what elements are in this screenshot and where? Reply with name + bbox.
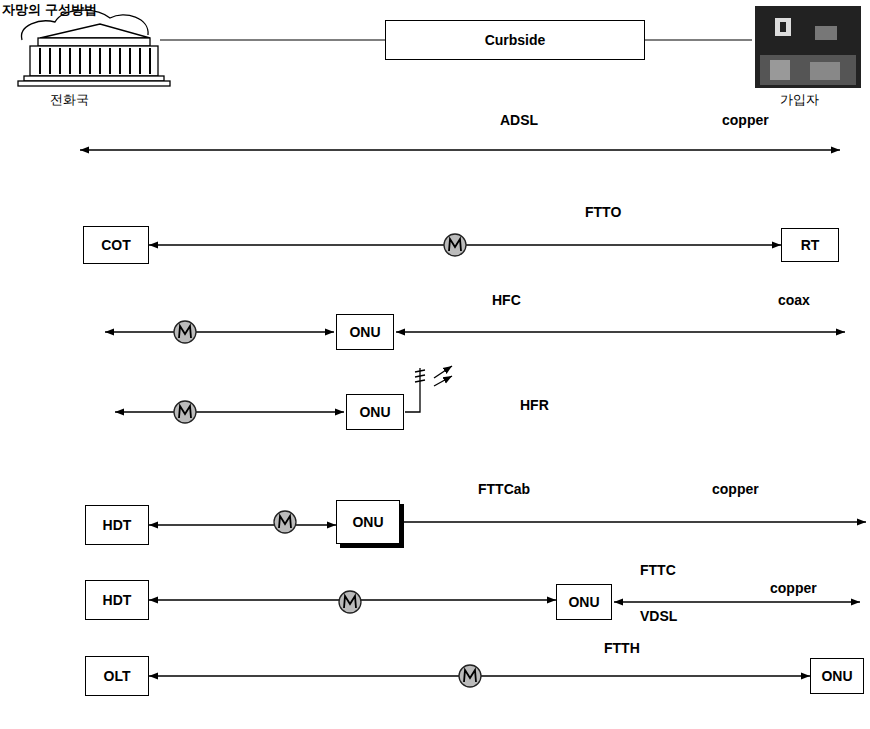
multiplexer-symbol (459, 665, 481, 687)
fiber-arrow (105, 331, 334, 333)
box-label: ONU (349, 324, 380, 340)
equipment-box: ONU (336, 500, 400, 544)
technology-label: HFR (520, 397, 549, 413)
box-label: ONU (352, 514, 383, 530)
box-label: HDT (103, 517, 132, 533)
equipment-box: RT (781, 228, 839, 262)
antenna-symbol (405, 366, 452, 412)
equipment-box: HDT (85, 505, 149, 545)
multiplexer-symbol (174, 321, 196, 343)
subscriber-line (645, 39, 752, 40)
coax-arrow (396, 331, 845, 333)
subscriber-house (755, 6, 861, 88)
technology-label: VDSL (640, 608, 677, 624)
equipment-box: ONU (810, 658, 864, 694)
curbside-box: Curbside (385, 20, 645, 60)
fiber-arrow (115, 411, 344, 413)
technology-label: ADSL (500, 112, 538, 128)
place-label: 가입자 (780, 92, 819, 108)
copper-arrow (614, 601, 860, 603)
technology-label: FTTH (604, 640, 640, 656)
box-label: ONU (359, 404, 390, 420)
office-line (160, 39, 385, 40)
equipment-box: ONU (336, 314, 394, 350)
equipment-box: HDT (85, 580, 149, 620)
box-label: COT (101, 237, 131, 253)
adsl-arrow (80, 149, 840, 151)
technology-label: HFC (492, 292, 521, 308)
box-label: OLT (104, 668, 131, 684)
technology-label: FTTC (640, 562, 676, 578)
multiplexer-symbol (174, 401, 196, 423)
equipment-box: OLT (85, 656, 149, 696)
technology-label: copper (770, 580, 817, 596)
multiplexer-symbol (339, 591, 361, 613)
box-label: ONU (568, 594, 599, 610)
equipment-box: COT (83, 226, 149, 264)
office-building (18, 10, 170, 86)
copper-arrow (402, 521, 866, 523)
diagram-title: 자망의 구성방법 (2, 2, 97, 18)
equipment-box: ONU (346, 394, 404, 430)
box-label: RT (801, 237, 820, 253)
technology-label: FTTO (585, 204, 621, 220)
technology-label: copper (722, 112, 769, 128)
multiplexer-symbol (274, 511, 296, 533)
technology-label: FTTCab (478, 481, 530, 497)
technology-label: copper (712, 481, 759, 497)
place-label: 전화국 (50, 92, 89, 108)
multiplexer-symbol (444, 234, 466, 256)
fiber-connector (149, 524, 336, 526)
box-label: HDT (103, 592, 132, 608)
technology-label: coax (778, 292, 810, 308)
box-label: Curbside (485, 32, 546, 48)
box-label: ONU (821, 668, 852, 684)
equipment-box: ONU (556, 584, 612, 620)
